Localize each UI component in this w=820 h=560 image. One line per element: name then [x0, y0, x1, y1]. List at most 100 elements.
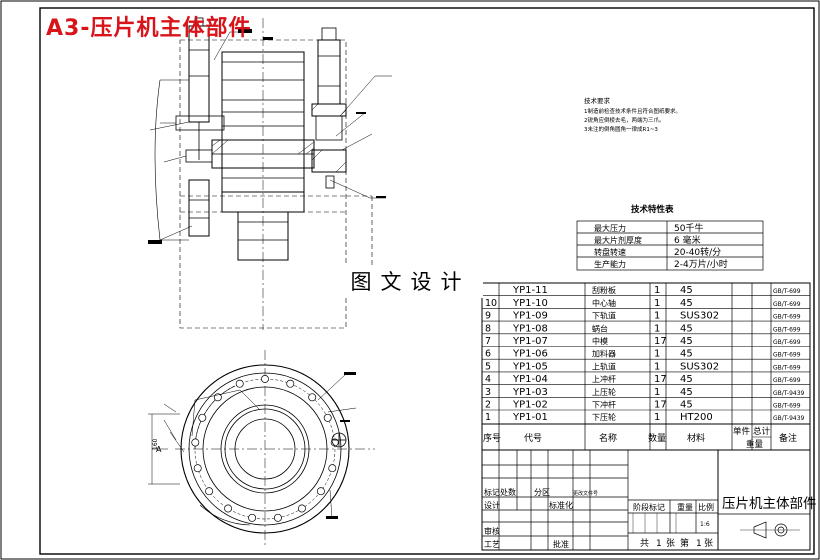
- top-view-dim-label: 160: [152, 438, 159, 450]
- punch-hole: [191, 438, 200, 447]
- punch-hole: [323, 413, 332, 422]
- bom-cell-std: GB/T-699: [773, 364, 801, 371]
- punch-hole: [248, 513, 257, 522]
- bom-cell-code: YP1-07: [512, 336, 548, 347]
- bom-cell-qty: 17: [654, 400, 667, 411]
- tech-notes-heading: 技术要求: [584, 96, 611, 105]
- bom-cell-no: 6: [485, 349, 491, 360]
- punch-hole: [328, 464, 337, 473]
- bom-cell-no: 4: [485, 374, 491, 385]
- bom-cell-name: 蜗台: [592, 323, 608, 333]
- tb-label-stage: 阶段标记: [633, 502, 665, 512]
- bom-cell-material: SUS302: [680, 361, 719, 372]
- bom-cell-code: YP1-10: [512, 298, 548, 309]
- bom-cell-code: YP1-08: [512, 323, 548, 334]
- bom-cell-material: 45: [680, 298, 693, 309]
- bom-cell-code: YP1-06: [512, 349, 548, 360]
- bom-header-no: 序号: [483, 432, 501, 444]
- tb-label-count: 处数: [500, 487, 516, 497]
- bom-cell-name: 上冲杆: [592, 374, 616, 384]
- punch-hole: [224, 504, 233, 513]
- bom-header: 序号 代号 名称 数量 材料 单件 总计 重量 备注: [483, 426, 797, 450]
- bom-cell-qty: 1: [654, 323, 660, 334]
- bom-header-material: 材料: [687, 432, 705, 444]
- tb-sheet-unit: 张: [704, 538, 713, 549]
- tb-label-mark: 标记: [484, 487, 500, 497]
- inner-frame: [39, 7, 815, 555]
- bom-cell-material: 45: [680, 336, 693, 347]
- bom-cell-name: 上压轮: [592, 387, 616, 397]
- bom-cell-code: YP1-01: [512, 412, 548, 423]
- tb-label-process: 工艺: [484, 540, 500, 549]
- bom-cell-material: 45: [680, 400, 693, 411]
- bom-header-qty: 数量: [648, 432, 666, 444]
- bom-cell-name: 上轨道: [592, 361, 616, 371]
- tech-table: [576, 220, 764, 271]
- bom-header-single: 单件: [733, 426, 751, 437]
- bom-cell-code: YP1-03: [512, 387, 548, 398]
- tech-row-label: 最大压力: [594, 223, 626, 233]
- drawing-title: A3-压片机主体部件: [46, 16, 252, 41]
- bom-header-code: 代号: [524, 433, 542, 444]
- bom-cell-std: GB/T-699: [773, 377, 801, 384]
- bom-cell-code: YP1-04: [512, 374, 548, 385]
- punch-hole: [330, 438, 339, 447]
- bom-cell-material: 45: [680, 387, 693, 398]
- title-block-grid: [481, 449, 811, 551]
- bom-cell-std: GB/T-699: [773, 314, 801, 321]
- tb-label-standardize: 标准化: [549, 500, 573, 510]
- bom-cell-qty: 17: [654, 374, 667, 385]
- bom-cell-std: GB/T-699: [773, 339, 801, 346]
- tech-table-title: 技术特性表: [631, 204, 674, 215]
- tech-notes: 技术要求 1制造前检查技术条件且符合图纸要求。 2锐角应倒棱去毛，两端为三爪。 …: [584, 96, 681, 133]
- bom-cell-material: SUS302: [680, 311, 719, 322]
- bom-cell-name: 中模: [592, 336, 608, 346]
- bom-cell-no: 7: [485, 336, 491, 347]
- bom-cell-qty: 1: [654, 311, 660, 322]
- tb-sheet-no-label: 第: [680, 537, 689, 549]
- tech-row-value: 6 毫米: [674, 234, 701, 246]
- drawing-name: 压片机主体部件: [722, 496, 817, 512]
- bom-cell-no: 10: [485, 298, 497, 309]
- punch-hole: [198, 413, 207, 422]
- bom-cell-std: GB/T-699: [773, 352, 801, 359]
- bom-cell-no: 9: [485, 311, 491, 322]
- punch-holes: [191, 375, 339, 522]
- bom-cell-name: 加料器: [592, 349, 616, 359]
- bom-cell-name: 下冲杆: [592, 400, 616, 410]
- bom-cell-material: 45: [680, 285, 693, 296]
- bom-cell-material: HT200: [680, 412, 713, 423]
- tb-label-scale: 比例: [698, 502, 714, 512]
- bom-cell-std: GB/T-9439: [773, 390, 805, 397]
- bom-header-name: 名称: [599, 432, 617, 444]
- tb-total-sheets-label: 共: [640, 538, 649, 549]
- bom-cell-qty: 1: [654, 412, 660, 423]
- tech-row-label: 最大片剂厚度: [594, 235, 642, 245]
- bom-cell-name: 刮粉板: [592, 285, 616, 295]
- bom-cell-no: 3: [485, 387, 491, 398]
- bom-cell-no: 5: [485, 361, 491, 372]
- tech-row-value: 20-40转/分: [674, 246, 721, 258]
- tb-sheet-no-value: 1: [696, 539, 702, 549]
- watermark-text: 图文设计: [338, 266, 483, 298]
- punch-hole: [193, 464, 202, 473]
- tech-note-line-2: 2锐角应倒棱去毛，两端为三爪。: [584, 116, 665, 124]
- tb-label-change-doc: 更改文件号: [573, 490, 598, 497]
- bom-cell-code: YP1-05: [512, 361, 548, 372]
- bom-cell-no: 2: [485, 400, 491, 411]
- punch-hole: [235, 379, 244, 388]
- bom-cell-name: 下轨道: [592, 311, 616, 321]
- tech-row-value: 50千牛: [674, 222, 703, 234]
- title-block-labels: 标记 处数 分区 更改文件号 设计 标准化 审核 工艺 批准 阶段标记 重量 比…: [484, 487, 714, 549]
- bom-cell-no: 1: [485, 412, 491, 423]
- tb-total-sheets-value: 1: [656, 539, 662, 549]
- bom-cell-material: 45: [680, 323, 693, 334]
- bom-header-weight: 重量: [746, 439, 764, 450]
- bom-cell-qty: 1: [654, 298, 660, 309]
- tech-row-label: 转盘转速: [594, 247, 626, 257]
- top-view-tag-a: A: [156, 445, 162, 454]
- punch-hole: [308, 393, 317, 402]
- punch-hole: [316, 487, 325, 496]
